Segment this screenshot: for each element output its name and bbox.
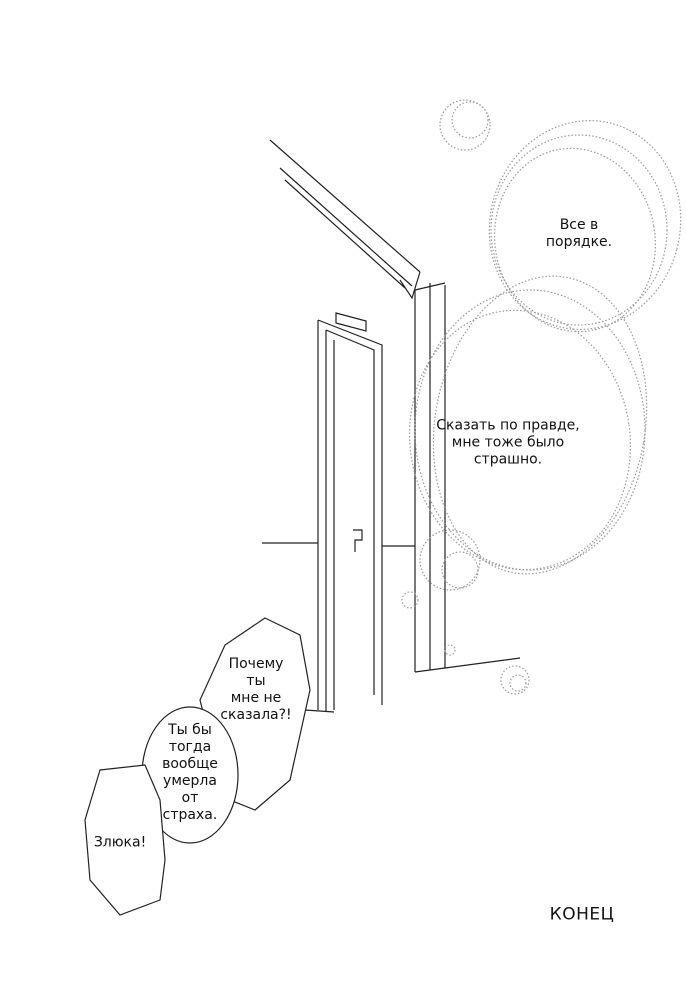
ceiling-beam <box>269 139 421 300</box>
bubble-text-why: Почему ты мне не сказала?! <box>220 656 292 723</box>
speech-bubbles <box>84 617 311 916</box>
bubble-text-all-right: Все в порядке. <box>545 217 613 250</box>
wall-line <box>262 542 415 547</box>
pillar <box>414 282 446 672</box>
hallway-lines <box>262 139 521 713</box>
door-handle-icon <box>353 529 363 552</box>
end-label: КОНЕЦ <box>549 904 615 925</box>
bubble-text-meanie: Злюка! <box>93 834 147 851</box>
bubble-text-would-have: Ты бы тогда вообще умерла от страха. <box>162 722 218 823</box>
thought-bubbles <box>401 99 682 695</box>
door-frame <box>317 319 383 712</box>
bubble-meanie <box>84 764 166 916</box>
floor-line <box>414 657 521 673</box>
bubble-text-truth: Сказать по правде, мне тоже было страшно… <box>436 417 580 468</box>
exit-sign <box>335 312 367 332</box>
